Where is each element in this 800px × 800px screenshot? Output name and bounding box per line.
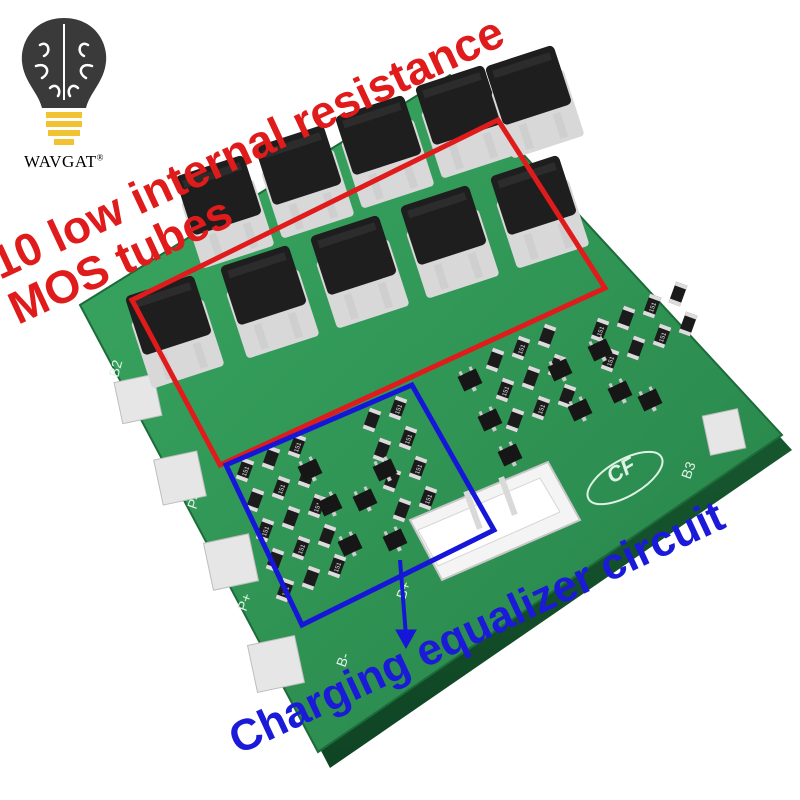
ic-chip — [587, 336, 613, 362]
label-p-plus: P+ — [234, 591, 255, 613]
resistor-marking: 151 — [659, 331, 668, 343]
resistor-marking: 151 — [395, 403, 404, 415]
resistor: 151 — [291, 535, 311, 561]
ic-chip — [637, 386, 663, 412]
mosfet-6 — [125, 275, 224, 388]
label-b2: B2 — [105, 358, 125, 379]
resistor-marking: 151 — [425, 493, 434, 505]
resistor — [537, 323, 557, 349]
resistor-marking: 151 — [334, 561, 343, 573]
resistor: 151 — [495, 377, 515, 403]
resistor: 151 — [652, 323, 672, 349]
resistor — [362, 407, 382, 433]
label-b-minus: B- — [333, 650, 353, 669]
resistor — [245, 487, 265, 513]
ic-chip — [382, 526, 408, 552]
resistor — [521, 365, 541, 391]
resistor-marking: 151 — [278, 483, 287, 495]
ic-chip — [297, 456, 323, 482]
ic-chip — [352, 486, 378, 512]
resistor-marking: 151 — [294, 441, 303, 453]
label-b3: B3 — [678, 459, 699, 481]
lightbulb-brain-icon — [21, 18, 107, 145]
resistor — [616, 305, 636, 331]
resistor — [668, 281, 688, 307]
resistor-marking: 151 — [518, 343, 527, 355]
mosfet-8 — [310, 215, 409, 328]
ic-chip — [477, 406, 503, 432]
resistor-marking: 151 — [597, 325, 606, 337]
resistor-marking: 151 — [242, 465, 251, 477]
resistor: 151 — [642, 293, 662, 319]
resistor — [301, 565, 321, 591]
resistor — [678, 311, 698, 337]
resistor-marking: 151 — [405, 433, 414, 445]
brand-name: WAVGAT® — [24, 152, 104, 171]
ic-chip — [372, 456, 398, 482]
resistor-marking: 151 — [415, 463, 424, 475]
resistor — [485, 347, 505, 373]
resistor: 151 — [511, 335, 531, 361]
resistor-marking: 151 — [538, 403, 547, 415]
mosfet-2 — [255, 125, 354, 238]
resistor: 151 — [271, 475, 291, 501]
resistor: 151 — [418, 485, 438, 511]
equalizer-highlight-box — [222, 381, 498, 629]
mosfet-5 — [485, 45, 584, 158]
resistor — [281, 505, 301, 531]
resistor: 151 — [398, 425, 418, 451]
mosfet-9 — [400, 185, 499, 298]
ic-chip — [607, 378, 633, 404]
ic-array — [297, 336, 663, 557]
ic-chip — [547, 356, 573, 382]
cf-logo-ring — [586, 450, 664, 506]
mosfet-1 — [175, 155, 274, 268]
resistor — [372, 437, 392, 463]
ic-chip — [567, 396, 593, 422]
ic-chip — [317, 491, 343, 517]
mosfet-10 — [490, 155, 589, 268]
ic-chip — [457, 366, 483, 392]
mosfet-7 — [220, 245, 319, 358]
resistor: 151 — [388, 395, 408, 421]
resistor-marking: 151 — [607, 355, 616, 367]
edge-pads — [113, 91, 747, 694]
resistor — [626, 335, 646, 361]
resistor — [505, 407, 525, 433]
resistor: 151 — [327, 553, 347, 579]
mos-highlight-box — [128, 116, 609, 469]
mosfet-array — [125, 45, 589, 388]
resistor: 151 — [408, 455, 428, 481]
resistor-marking: 151 — [262, 525, 271, 537]
resistor-marking: 151 — [502, 385, 511, 397]
label-p-minus: P- — [184, 492, 204, 511]
resistor-marking: 151 — [298, 543, 307, 555]
ic-chip — [497, 441, 523, 467]
resistor — [392, 497, 412, 523]
resistor — [557, 383, 577, 409]
resistor: 151 — [531, 395, 551, 421]
equalizer-arrow-icon — [395, 559, 417, 650]
resistor-marking: 151 — [649, 301, 658, 313]
ic-chip — [337, 531, 363, 557]
resistor — [317, 523, 337, 549]
resistor-marking: 151 — [314, 501, 323, 513]
